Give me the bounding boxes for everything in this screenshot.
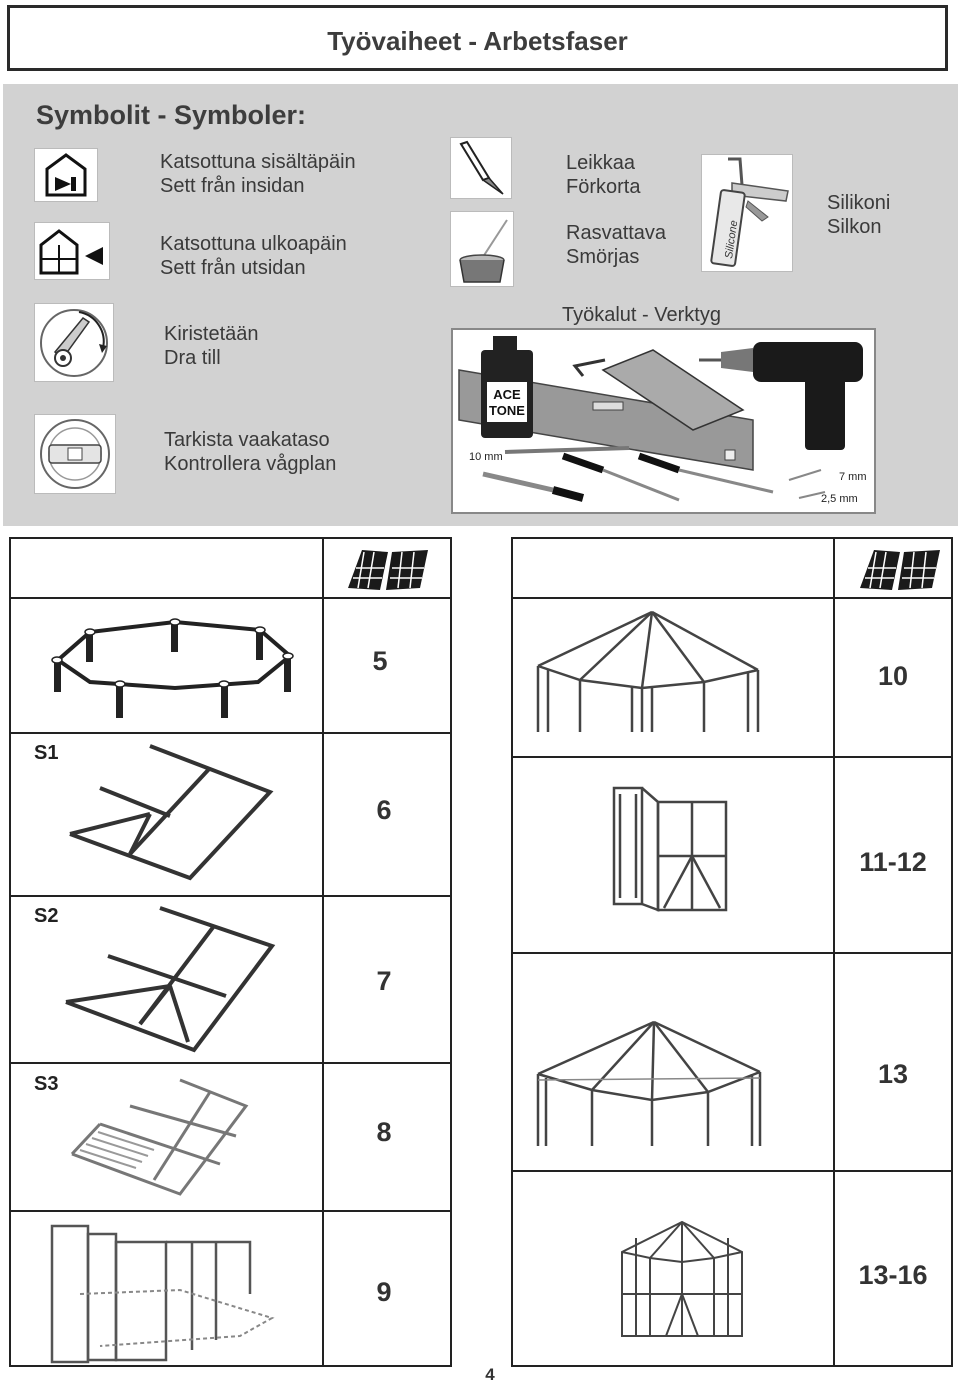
tighten-label-fi: Kiristetään bbox=[164, 323, 259, 345]
drill-bit-2-5mm-label: 2,5 mm bbox=[821, 493, 858, 505]
cut-label: Leikkaa Förkorta bbox=[566, 151, 640, 199]
step-11-12-number: 11-12 bbox=[859, 847, 927, 877]
step-8-section-label: S3 bbox=[34, 1073, 59, 1095]
bottle-label-2: TONE bbox=[489, 403, 525, 418]
spirit-level-icon bbox=[34, 414, 116, 494]
tools-illustration: ACE TONE 10 mm 7 mm 2,5 mm bbox=[451, 328, 876, 514]
view-from-outside-icon bbox=[34, 222, 110, 280]
page-title-box: Työvaiheet - Arbetsfaser bbox=[7, 5, 948, 71]
knife-icon bbox=[450, 137, 512, 199]
grease-label: Rasvattava Smörjas bbox=[566, 221, 666, 269]
drill-bit-7mm-label: 7 mm bbox=[839, 471, 867, 483]
silicone-label-sv: Silkon bbox=[827, 216, 882, 238]
wrench-size-label: 10 mm bbox=[469, 451, 503, 463]
step-6-number: 6 bbox=[376, 795, 392, 825]
steps-grid-left bbox=[9, 537, 452, 1367]
bottle-label-1: ACE bbox=[493, 387, 521, 402]
step-6-section-label: S1 bbox=[34, 742, 59, 764]
step-13-16-number: 13-16 bbox=[858, 1260, 928, 1290]
silicone-tube-label: Silicone bbox=[723, 220, 740, 260]
instruction-booklet-icon bbox=[852, 546, 944, 592]
outside-label-fi: Katsottuna ulkoapäin bbox=[160, 233, 347, 255]
inside-label-fi: Katsottuna sisältäpäin bbox=[160, 151, 356, 173]
step-7-floor-frame-drawing bbox=[60, 904, 280, 1054]
outside-label-sv: Sett från utsidan bbox=[160, 257, 306, 279]
step-8-floor-frame-drawing bbox=[70, 1076, 250, 1198]
step-7-section-label: S2 bbox=[34, 905, 59, 927]
inside-label-sv: Sett från insidan bbox=[160, 175, 305, 197]
step-8-number: 8 bbox=[376, 1117, 392, 1147]
silicone-label: Silikoni Silkon bbox=[827, 191, 890, 239]
page-number: 4 bbox=[485, 1365, 495, 1384]
view-from-inside-icon bbox=[34, 148, 98, 202]
tools-heading: Työkalut - Verktyg bbox=[562, 304, 721, 326]
grease-pot-icon bbox=[450, 211, 514, 287]
step-6-floor-frame-drawing bbox=[60, 744, 280, 884]
step-10-number: 10 bbox=[877, 661, 909, 691]
grease-label-fi: Rasvattava bbox=[566, 222, 667, 244]
inside-label: Katsottuna sisältäpäin Sett från insidan bbox=[160, 150, 356, 198]
silicone-gun-icon: Silicone bbox=[701, 154, 793, 272]
step-13-number: 13 bbox=[877, 1059, 909, 1089]
tighten-wrench-icon bbox=[34, 303, 114, 382]
level-label-sv: Kontrollera vågplan bbox=[164, 453, 337, 475]
step-13-16-complete-greenhouse-drawing bbox=[616, 1218, 748, 1344]
tighten-label-sv: Dra till bbox=[164, 347, 221, 369]
step-5-number: 5 bbox=[372, 646, 388, 676]
silicone-label-fi: Silikoni bbox=[827, 192, 891, 214]
symbols-heading: Symbolit - Symboler: bbox=[36, 100, 307, 130]
instruction-booklet-icon bbox=[340, 546, 432, 592]
step-5-foundation-drawing bbox=[40, 612, 310, 722]
step-7-number: 7 bbox=[376, 966, 392, 996]
step-9-wall-frame-drawing bbox=[40, 1220, 280, 1364]
step-11-12-door-frame-drawing bbox=[606, 780, 732, 914]
page-title: Työvaiheet - Arbetsfaser bbox=[327, 26, 628, 56]
level-label: Tarkista vaakataso Kontrollera vågplan bbox=[164, 428, 336, 476]
step-13-roof-panels-drawing bbox=[532, 1018, 766, 1148]
step-10-roof-frame-drawing bbox=[530, 608, 770, 734]
outside-label: Katsottuna ulkoapäin Sett från utsidan bbox=[160, 232, 347, 280]
tighten-label: Kiristetään Dra till bbox=[164, 322, 259, 370]
level-label-fi: Tarkista vaakataso bbox=[164, 429, 330, 451]
step-9-number: 9 bbox=[376, 1277, 392, 1307]
cut-label-sv: Förkorta bbox=[566, 176, 641, 198]
grease-label-sv: Smörjas bbox=[566, 246, 640, 268]
cut-label-fi: Leikkaa bbox=[566, 152, 635, 174]
